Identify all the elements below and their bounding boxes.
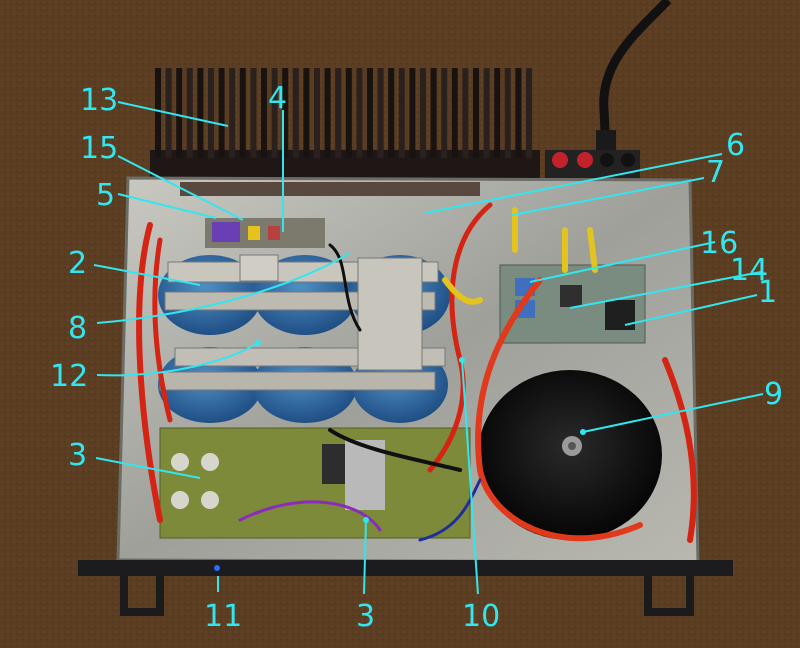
heatsink-fin [420,68,426,158]
callout-4: 4 [268,81,287,116]
heatsink-fin [409,68,416,158]
callout-5: 5 [96,178,115,213]
callout-11: 13 [80,83,118,118]
heatsink-fin [303,68,310,158]
heatsink-fin [473,68,479,158]
heatsink-fin [515,68,522,158]
callout-10: 10 [462,599,500,634]
heatsink-fin [261,68,267,158]
toroidal-transformer [478,370,662,540]
left-handle [120,576,164,616]
callout-3-bottom: 3 [356,599,375,634]
callout-14: 11 [204,599,242,634]
callout-8: 8 [68,311,87,346]
speaker-terminals [545,150,640,178]
heatsink-fin [239,68,246,158]
callout-3-left: 3 [68,438,87,473]
heatsink-fin [208,68,214,158]
power-led [214,565,220,571]
heatsink-fin [504,68,511,158]
heatsink-fin [229,68,236,158]
heatsink-fin [377,68,384,158]
heatsink-fin [451,68,458,158]
front-panel [78,560,733,576]
callout-13: 15 [80,131,118,166]
heatsink-fin [314,68,320,158]
callout-leaders [93,101,764,595]
heatsink-fin [367,68,373,158]
heatsink-fin [282,68,289,158]
heatsink-fin [155,68,161,158]
input-board [205,218,325,248]
control-pcb [159,427,471,539]
callout-1: 1 [758,275,777,310]
heatsink-fin [345,68,352,158]
heatsink-fin [271,68,278,158]
heatsink-fin [335,68,342,158]
heatsink-fin [526,68,532,158]
heatsink-fin [398,68,405,158]
heatsink-fin [483,68,490,158]
output-transistors [180,182,480,196]
heatsink-fin [388,68,395,158]
callout-2: 2 [68,246,87,281]
heatsink-fin [186,68,193,158]
heatsink [150,68,540,180]
heatsink-fin [292,68,299,158]
wiring [136,202,697,543]
power-cord [599,0,672,151]
heatsink-fin [430,68,437,158]
callout-12: 14 [730,253,768,288]
heatsink-fin [197,68,204,158]
callout-15: 16 [700,226,738,261]
heatsink-fin [218,68,225,158]
callout-7: 7 [706,155,725,190]
heatsink-fin [441,68,448,158]
callout-9: 9 [764,377,783,412]
bus-bars [159,254,446,391]
callout-16: 12 [50,359,88,394]
callout-6: 6 [726,128,745,163]
heatsink-fin [250,68,257,158]
heatsink-fin [494,68,501,158]
heatsink-fin [356,68,363,158]
heatsink-fin [324,68,331,158]
right-handle [644,576,694,616]
heatsink-fin [176,68,183,158]
heatsink-fin [462,68,469,158]
